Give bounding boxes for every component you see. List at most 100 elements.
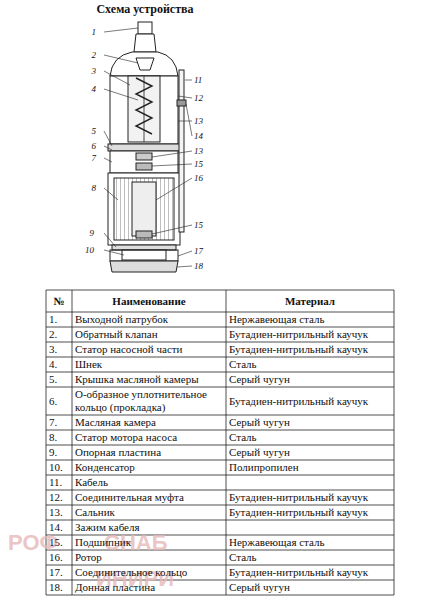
callout-number: 7 xyxy=(92,153,97,163)
table-cell: Сталь xyxy=(229,431,391,444)
table-cell: Бутадиен-нитрильный каучук xyxy=(229,395,391,408)
table-cell: 18. xyxy=(49,581,69,594)
table-cell: 12. xyxy=(49,491,69,504)
seal xyxy=(136,153,152,160)
capacitor xyxy=(122,250,166,260)
callout-number: 16 xyxy=(194,173,203,183)
table-cell: Подшипник xyxy=(75,536,223,549)
table-cell: 6. xyxy=(49,395,69,408)
bottom-plate xyxy=(110,261,178,272)
pump-stator xyxy=(128,76,160,142)
table-rule xyxy=(46,595,394,596)
table-cell: 14. xyxy=(49,521,69,534)
table-rule xyxy=(46,342,394,343)
bearing xyxy=(136,231,152,238)
table-cell: Соединительное кольцо xyxy=(75,566,223,579)
callout-number: 8 xyxy=(92,183,97,193)
table-rule xyxy=(226,290,227,595)
table-rule xyxy=(46,357,394,358)
table-cell: Обратный клапан xyxy=(75,328,223,341)
table-header: Наименование xyxy=(75,295,223,308)
callout-number: 15 xyxy=(194,159,203,169)
table-rule xyxy=(46,312,394,313)
table-rule xyxy=(72,290,73,595)
table-cell: 16. xyxy=(49,551,69,564)
title: Схема устройства xyxy=(0,2,290,17)
table-cell: Бутадиен-нитрильный каучук xyxy=(229,566,391,579)
shaft xyxy=(144,76,145,142)
table-cell: Донная пластина xyxy=(75,581,223,594)
callout-number: 9 xyxy=(90,228,95,238)
outlet-cap xyxy=(138,22,152,34)
table-cell: 3. xyxy=(49,343,69,356)
support-plate xyxy=(112,245,176,250)
table-cell: О-образное уплотнительное кольцо (прокла… xyxy=(75,388,223,414)
table-rule xyxy=(46,415,394,416)
cable xyxy=(179,70,184,232)
callout-number: 13 xyxy=(194,116,203,126)
table-cell: Опорная пластина xyxy=(75,446,223,459)
table-rule xyxy=(46,387,394,388)
table-cell: Бутадиен-нитрильный каучук xyxy=(229,491,391,504)
table-rule xyxy=(46,327,394,328)
callout-number: 15 xyxy=(194,220,203,230)
callout-number: 18 xyxy=(194,261,203,271)
table-cell: Выходной патрубок xyxy=(75,313,223,326)
table-cell: Полипропилен xyxy=(229,461,391,474)
table-cell: 15. xyxy=(49,536,69,549)
table-cell: Сталь xyxy=(229,358,391,371)
table-cell: Нержавеющая сталь xyxy=(229,536,391,549)
table-cell: Бутадиен-нитрильный каучук xyxy=(229,506,391,519)
pump-head xyxy=(110,52,178,76)
table-header: Материал xyxy=(229,295,391,308)
table-rule xyxy=(46,290,394,291)
table-cell: 5. xyxy=(49,373,69,386)
table-cell: 9. xyxy=(49,446,69,459)
pump-body xyxy=(108,22,186,272)
rotor xyxy=(132,182,156,236)
table-cell: 7. xyxy=(49,416,69,429)
callout-number: 17 xyxy=(194,246,203,256)
table-rule xyxy=(46,490,394,491)
oil-cover xyxy=(108,144,180,151)
callout-number: 10 xyxy=(85,245,94,255)
table-cell: Конденсатор xyxy=(75,461,223,474)
table-rule xyxy=(46,505,394,506)
table-cell: Бутадиен-нитрильный каучук xyxy=(229,343,391,356)
table-cell: 13. xyxy=(49,506,69,519)
table-cell: Статор мотора насоса xyxy=(75,431,223,444)
table-cell: 4. xyxy=(49,358,69,371)
callout-number: 13 xyxy=(194,146,203,156)
table-cell: Кабель xyxy=(75,476,223,489)
callout-number: 2 xyxy=(92,50,97,60)
table-cell: Серый чугун xyxy=(229,581,391,594)
table-rule xyxy=(46,475,394,476)
table-cell: Зажим кабеля xyxy=(75,521,223,534)
table-cell: Сталь xyxy=(229,551,391,564)
table-cell: 8. xyxy=(49,431,69,444)
callout-number: 12 xyxy=(194,93,203,103)
table-cell: Серый чугун xyxy=(229,446,391,459)
check-valve xyxy=(136,58,154,70)
table-cell: Статор насосной части xyxy=(75,343,223,356)
connecting-ring xyxy=(110,250,178,261)
table-cell: Ротор xyxy=(75,551,223,564)
table-rule xyxy=(46,520,394,521)
table-rule xyxy=(46,430,394,431)
callout-number: 14 xyxy=(194,131,203,141)
table-cell: 2. xyxy=(49,328,69,341)
pump-section xyxy=(110,76,178,144)
table-rule xyxy=(46,565,394,566)
callout-number: 5 xyxy=(92,126,97,136)
table-cell: 10. xyxy=(49,461,69,474)
table-cell: 17. xyxy=(49,566,69,579)
outlet-nozzle xyxy=(134,34,156,52)
table-cell: Сальник xyxy=(75,506,223,519)
table-rule xyxy=(46,535,394,536)
callout-number: 11 xyxy=(194,75,202,85)
table-cell: 1. xyxy=(49,313,69,326)
oil-chamber xyxy=(110,151,178,173)
callout-number: 4 xyxy=(92,84,97,94)
table-cell: Масляная камера xyxy=(75,416,223,429)
table-cell: 11. xyxy=(49,476,69,489)
